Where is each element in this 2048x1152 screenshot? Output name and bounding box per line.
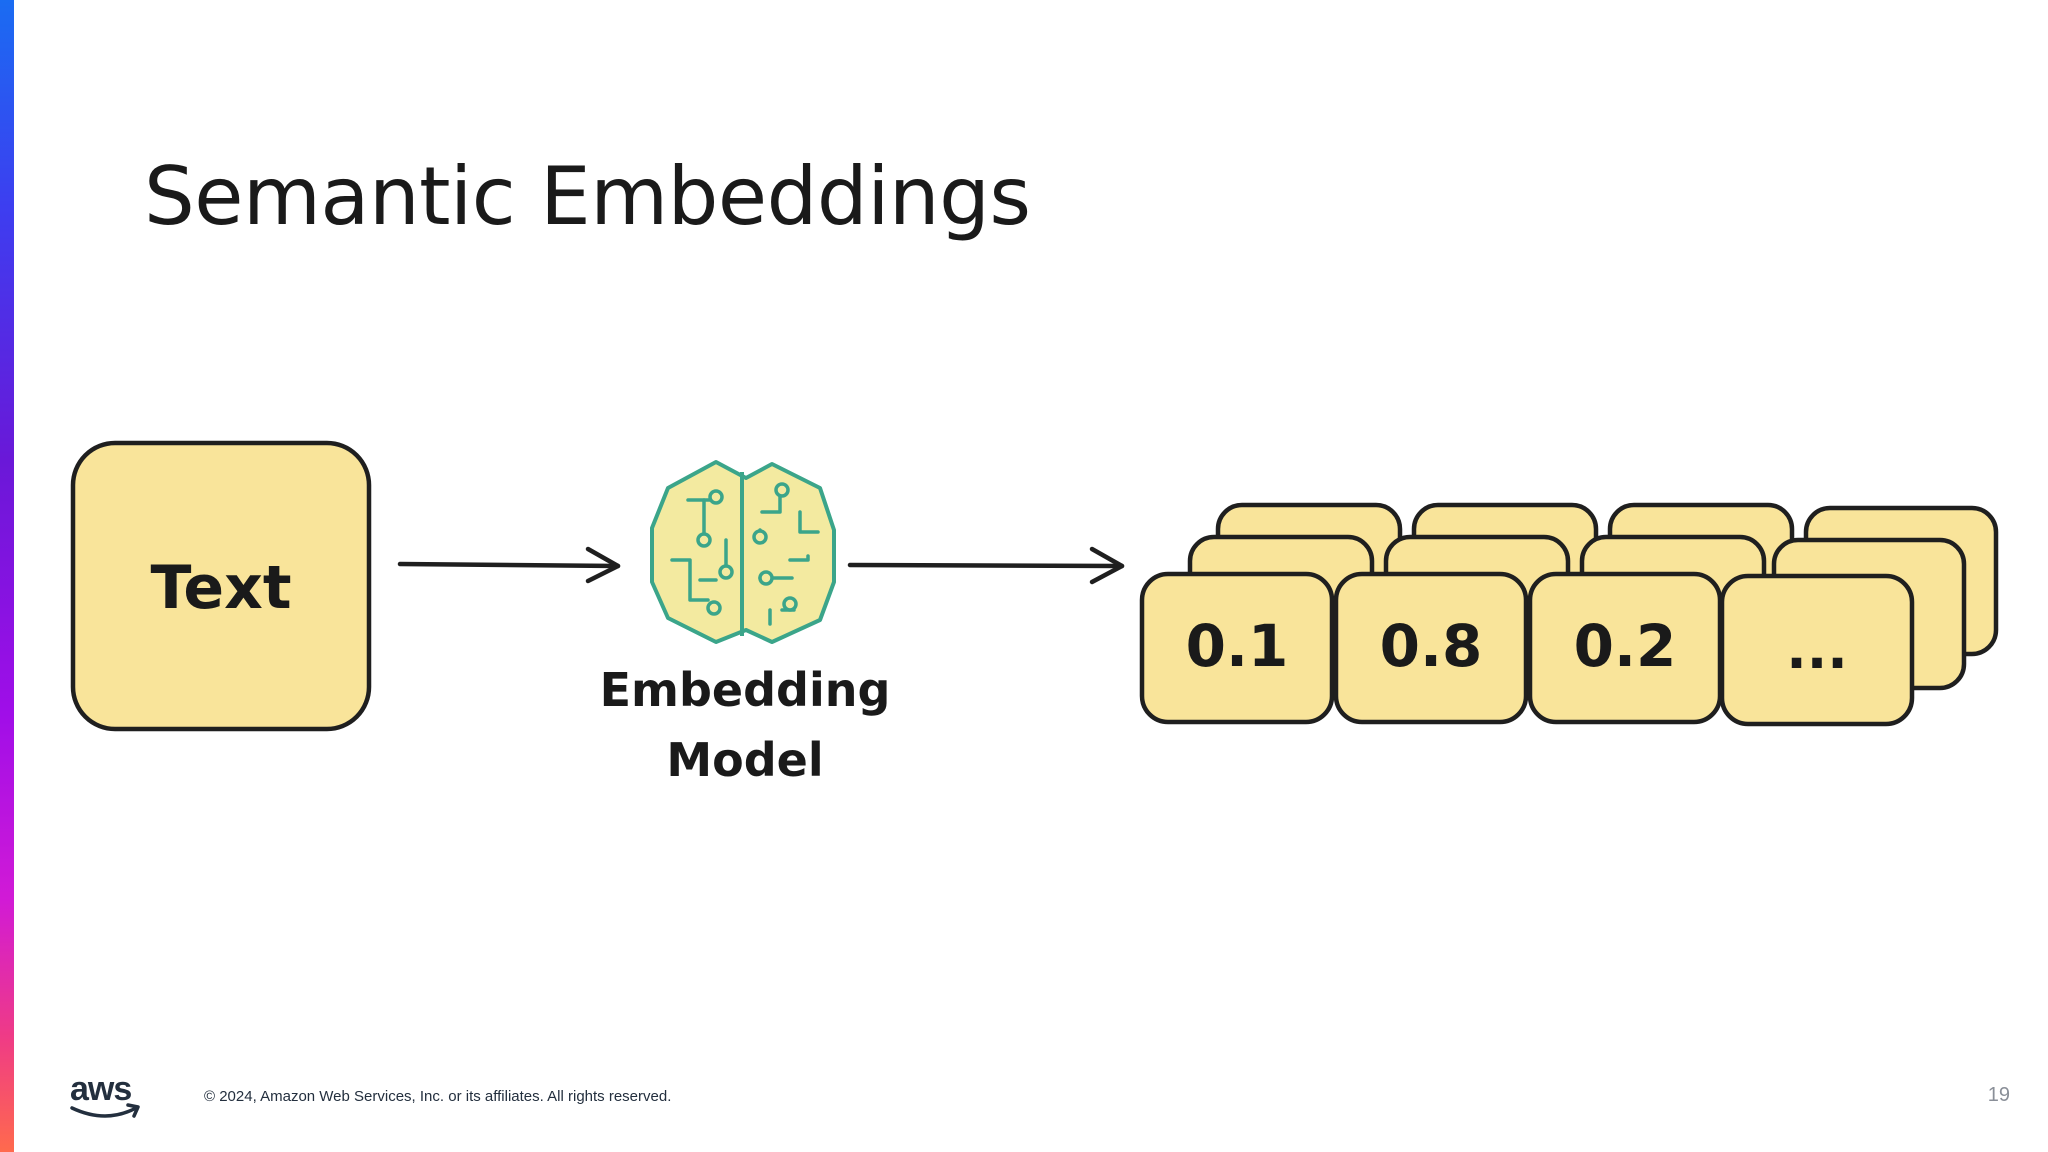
- vector-value: 0.8: [1380, 612, 1483, 680]
- accent-bar: [0, 0, 14, 1152]
- vector-value: ...: [1786, 618, 1848, 681]
- arrow-icon: [847, 546, 1125, 585]
- vector-cell: 0.8: [1333, 571, 1529, 725]
- vector-value: 0.2: [1574, 612, 1677, 680]
- brain-circuit-icon: Embedding Model: [600, 460, 891, 787]
- vector-cell: 0.2: [1527, 571, 1723, 725]
- vector-cell: ...: [1719, 573, 1915, 727]
- aws-logo-text: aws: [70, 1070, 132, 1108]
- page-number: 19: [1987, 1084, 2010, 1106]
- arrow-icon: [397, 546, 621, 584]
- model-label-line2: Model: [666, 733, 823, 787]
- vector-stack-front: 0.1 0.8 0.2 ...: [1139, 571, 1915, 727]
- input-text-box: Text: [70, 440, 372, 732]
- slide-title: Semantic Embeddings: [144, 150, 1031, 243]
- vector-cell: 0.1: [1139, 571, 1335, 725]
- input-text-label: Text: [150, 553, 291, 623]
- aws-smile-icon: [70, 1103, 140, 1118]
- copyright-text: © 2024, Amazon Web Services, Inc. or its…: [204, 1088, 672, 1105]
- aws-logo: aws: [70, 1070, 146, 1122]
- vector-value: 0.1: [1186, 612, 1289, 680]
- model-label-line1: Embedding: [600, 663, 891, 717]
